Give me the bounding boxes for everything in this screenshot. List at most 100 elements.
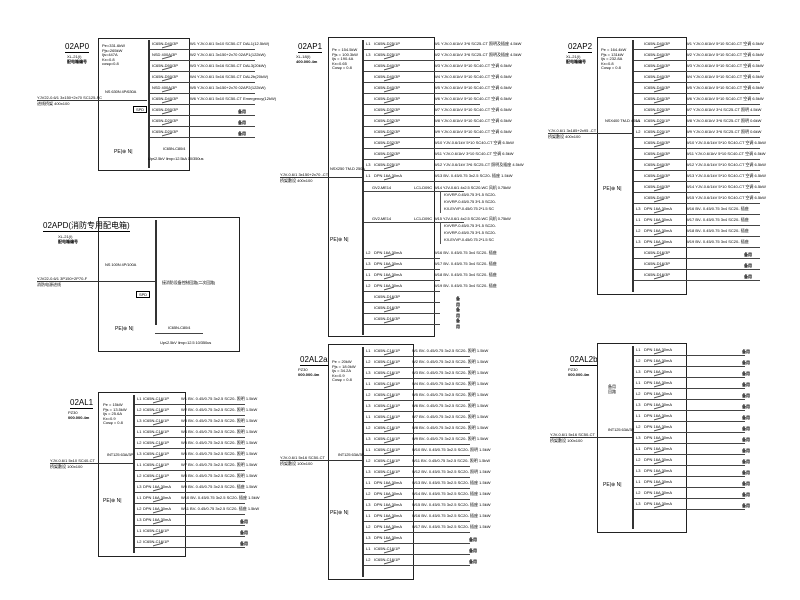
phase-label: L2 [137,539,142,544]
phase-label: L3 [636,468,641,473]
breaker-label: IC65N-D50/3P [152,63,179,68]
circuit-line [135,459,245,460]
phase-label: L3 [636,369,641,374]
phase-label: L2 [137,440,142,445]
breaker-label: DPN 16A 30mA [644,217,673,222]
breaker-label: DPN 16A 30mA [143,517,172,522]
circuit-line [364,532,470,533]
breaker-label: IC65N-C16/1P [143,429,170,434]
circuit-cable-label: W12 YJV-0.6/1kV 5*10 SC40-CT 空调 6.5kW [686,162,766,167]
circuit-cable-label: W4 YJV-0.6/1kV 5*10 SC40-CT 空调 6.5kW [434,74,512,79]
breaker-label: IC65N-D20/3P [152,129,179,134]
breaker-label: IC65N-D16/3P [644,261,671,266]
circuit-cable-label: W2 BV- 0.45/0.75 3x2.5 SC20- 照明 1.5kW [181,407,258,412]
breaker-label: IC65N-D16/3P [374,294,401,299]
circuit-cable-label: W7 BV- 0.45/0.75 3x2.5 SC20- 照明 1.5kW [412,414,489,419]
circuit-cable-label: W1 BV- 0.45/0.75 3x2.5 SC20- 照明 1.5kW [412,348,489,353]
control-cable: KVVRP-0.45/0.75 3*1.5 SC20- [444,192,496,197]
breaker-label: DPN 16A 30mA [644,490,673,495]
spd-box: SPD [133,106,147,113]
main-breaker: NS 100N 4P/100A [105,262,137,267]
panel-title: 02APD(消防专用配电箱) [43,221,130,232]
phase-label: L3 [137,517,142,522]
spare-label: 备用 [742,371,750,376]
breaker-label: IC65N-D40/3P [374,96,401,101]
circuit-line [634,487,745,488]
breaker-label: IC65N-D40/3P [644,151,671,156]
spare-label: 备用 [742,459,750,464]
circuit-cable-label: W5 YJV-0.6/1 3x150+2x70 02AP2(122kW) [190,85,266,90]
circuit-line [634,399,745,400]
phase-label: L3 [366,436,371,441]
circuit-line [634,443,745,444]
phase-label: L3 [366,502,371,507]
spd-spec: Up≤2.5kV Iimp=12.5kA 10/350us [148,156,204,161]
circuit-line [364,543,470,544]
pe-n-terminal: PE|⊕ N| [603,482,622,488]
phase-label: L1 [636,479,641,484]
breaker-label: IC65N-D40/3P [644,74,671,79]
circuit-line [364,455,470,456]
breaker-label: IC65N-C16/1P [374,425,401,430]
breaker-label: DPN 16A 30mA [374,491,403,496]
circuit-line [364,521,470,522]
phase-label: L3 [366,469,371,474]
phase-label: L2 [366,392,371,397]
pe-n-terminal: PE|⊕ N| [115,326,134,332]
breaker-label: IC65N-D32/3P [374,140,401,145]
phase-label: L1 [366,546,371,551]
breaker-label: IC65N-D32/3P [374,107,401,112]
panel-title: 02AP1 [298,42,323,53]
spare-label: 备用 [742,393,750,398]
breaker-label: DPN 16A 30mA [644,228,673,233]
breaker-label: IC65N-C16/1P [374,469,401,474]
circuit-cable-label: W1 YJV-0.6/1 5x10 SC50-CT DAL1(12.5kW) [190,41,270,46]
breaker-label: IC65N-D16/3P [644,250,671,255]
circuit-cable-label: W5 BV- 0.45/0.75 3x2.5 SC20- 照明 1.5kW [181,440,258,445]
phase-label: L2 [366,250,371,255]
main-breaker: INT125 63A/3P [107,452,134,457]
circuit-line [364,291,440,292]
main-breaker: NS 630N 4P/630A [105,89,137,94]
spare-label: 备用 [240,519,248,524]
breaker-label: IC65N-D40/3P [644,195,671,200]
circuit-line [135,470,245,471]
circuit-cable-label: W14 YJV-0.6/1kV 5*10 SC40-CT 空调 6.5kW [686,184,766,189]
breaker-label: IC65N-C16/1P [143,418,170,423]
circuit-line [364,115,480,116]
phase-label: L2 [137,506,142,511]
circuit-line [364,148,480,149]
breaker-label: DPN 16A 30mA [644,239,673,244]
panel-title: 02AL1 [70,398,94,409]
circuit-line [364,104,480,105]
spare-label: 备用 [238,109,246,114]
circuit-line [135,536,245,537]
circuit-line [364,302,440,303]
breaker-label: IC65N-D25/1P [374,52,401,57]
phase-label: L1 [636,446,641,451]
phase-label: L1 [636,347,641,352]
breaker-label: IC65N-D40/3P [374,85,401,90]
circuit-line [634,280,760,281]
phase-label: L2 [636,358,641,363]
